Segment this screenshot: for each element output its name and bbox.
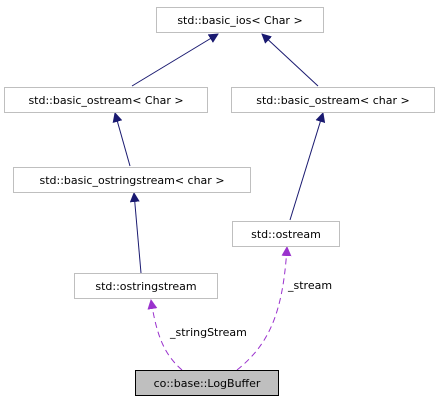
edge-ostream-to-ostream-char: [289, 112, 326, 221]
edge-ostream-char-T-to-basic-ios: [131, 33, 219, 87]
node-basic-ios-char[interactable]: std::basic_ios< Char >: [156, 7, 324, 33]
node-ostringstream[interactable]: std::ostringstream: [74, 273, 218, 299]
node-basic-ostream-char-template[interactable]: std::basic_ostream< Char >: [4, 87, 208, 113]
edge-ostream-char-to-basic-ios: [261, 33, 319, 87]
edge-logbuffer-stringstream-member: [147, 299, 183, 371]
edge-ostringstream-to-basic-ostringstream: [129, 192, 142, 274]
node-ostream[interactable]: std::ostream: [232, 221, 340, 247]
node-logbuffer[interactable]: co::base::LogBuffer: [135, 370, 279, 396]
edge-label-string-stream: _stringStream: [170, 326, 247, 339]
edge-logbuffer-stream-member: [236, 246, 292, 371]
node-basic-ostringstream-char[interactable]: std::basic_ostringstream< char >: [13, 167, 251, 193]
node-basic-ostream-char[interactable]: std::basic_ostream< char >: [231, 87, 435, 113]
edge-ostringstream-char-to-ostream-char-T: [112, 112, 131, 167]
edge-label-stream: _stream: [288, 279, 333, 292]
